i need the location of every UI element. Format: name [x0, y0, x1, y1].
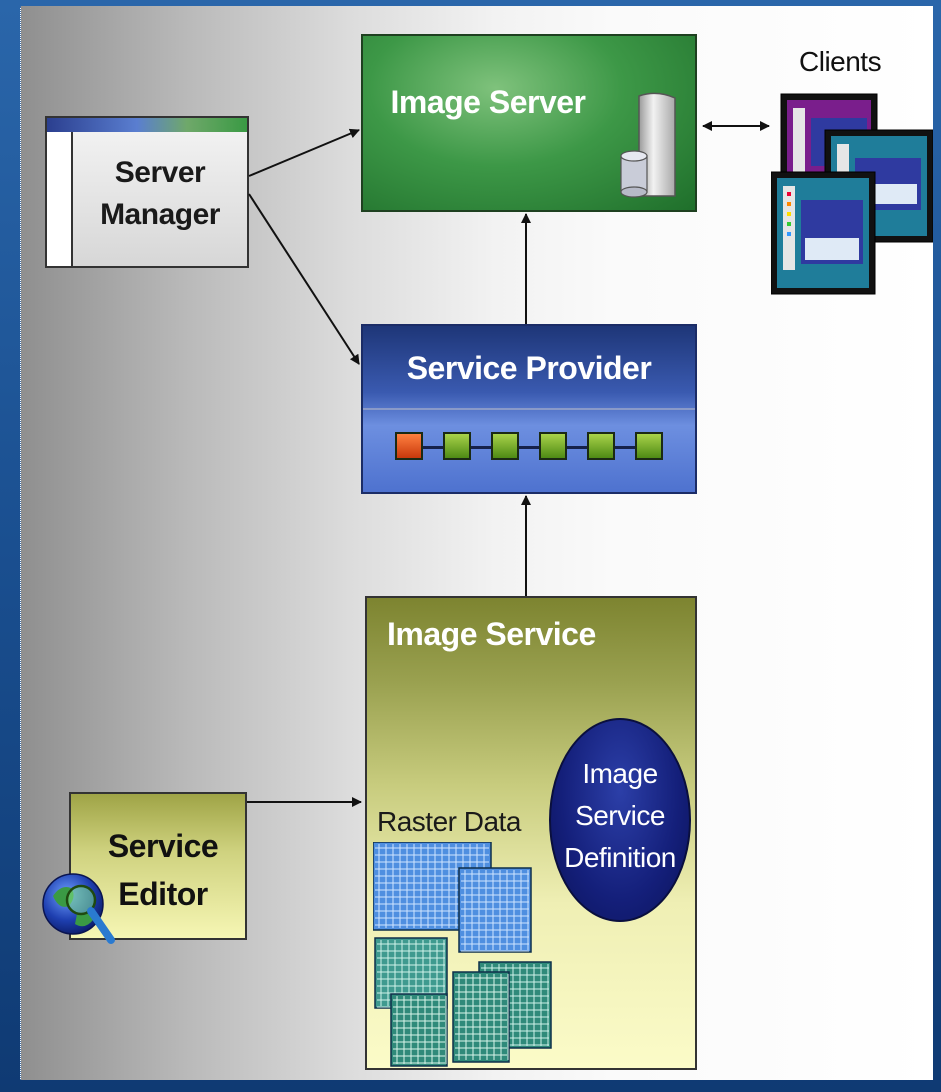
definition-line-1: Image — [582, 758, 658, 789]
chain-node — [635, 432, 663, 460]
connector-arrows — [247, 121, 770, 807]
server-tower-icon — [620, 92, 676, 198]
image-service-label: Image Service — [387, 616, 596, 652]
server-manager-box: Server Manager — [45, 116, 249, 268]
image-server-box: Image Server — [361, 34, 697, 212]
image-service-box: Image Service Raster Data Image Service … — [365, 596, 697, 1070]
raster-tile-icon — [452, 971, 510, 1063]
window-sidebar — [47, 132, 73, 266]
raster-tile-icon — [390, 993, 448, 1067]
chain-node — [443, 432, 471, 460]
chain-node — [539, 432, 567, 460]
chain-node — [491, 432, 519, 460]
chain-link — [405, 446, 653, 449]
image-service-definition-circle: Image Service Definition — [549, 718, 691, 922]
definition-line-2: Service — [575, 800, 665, 831]
chain-node — [587, 432, 615, 460]
raster-tile-icon — [458, 867, 532, 953]
diagram-canvas: Server Manager Image Server Clients — [20, 6, 933, 1080]
window-titlebar — [47, 118, 247, 132]
arrow-manager-to-service-provider — [248, 193, 360, 365]
chain-start-node — [395, 432, 423, 460]
clients-group — [771, 93, 933, 295]
raster-data-label: Raster Data — [377, 806, 521, 837]
service-provider-box: Service Provider — [361, 324, 697, 494]
globe-magnifier-icon — [42, 873, 115, 944]
definition-line-3: Definition — [564, 842, 676, 873]
server-manager-label: Server Manager — [100, 156, 220, 231]
raster-tiles — [373, 842, 552, 1067]
service-editor-label: Service Editor — [107, 828, 219, 912]
image-server-label: Image Server — [390, 84, 586, 120]
arrow-manager-to-image-server — [248, 128, 360, 177]
clients-label: Clients — [799, 46, 882, 77]
divider — [363, 408, 695, 410]
client-screen-icon — [771, 171, 876, 295]
processing-chain — [395, 430, 663, 464]
service-provider-label: Service Provider — [406, 350, 652, 386]
database-cylinder-icon — [620, 150, 648, 198]
